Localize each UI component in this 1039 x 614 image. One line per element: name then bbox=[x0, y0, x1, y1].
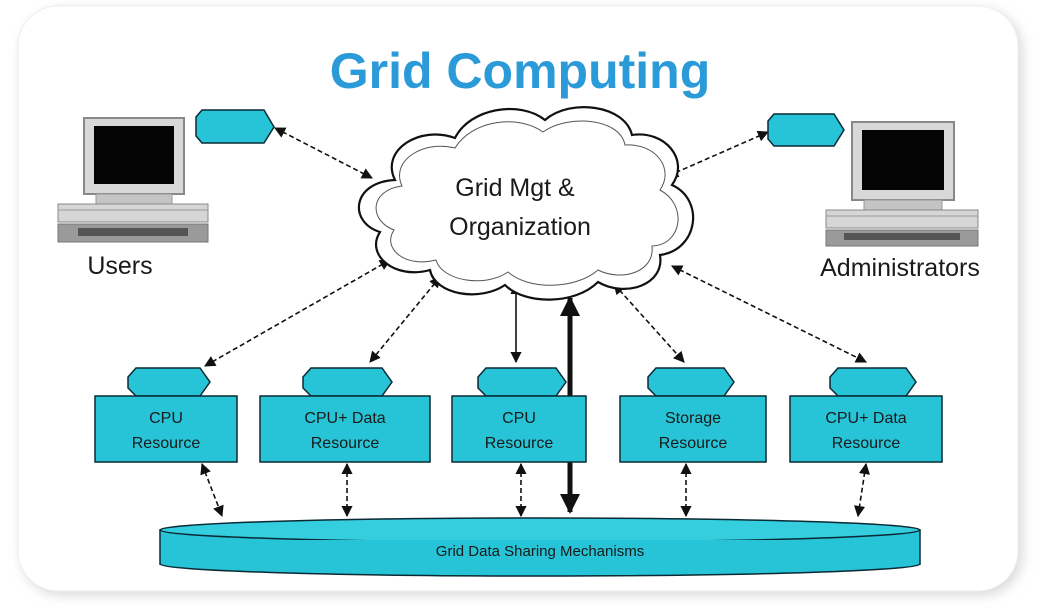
users-label: Users bbox=[87, 252, 152, 280]
cloud-inner-outline bbox=[375, 120, 679, 286]
administrators-computer-icon bbox=[825, 121, 979, 247]
resource-1-line2: Resource bbox=[132, 435, 201, 452]
cloud-to-resource-2-arrow bbox=[369, 276, 441, 363]
resource-2-connector bbox=[302, 367, 393, 397]
admins-to-cloud-arrow bbox=[666, 130, 770, 178]
resource-box-5: CPU+ Data Resource bbox=[789, 367, 943, 463]
resource-5-connector bbox=[829, 367, 917, 397]
users-computer-icon bbox=[57, 117, 209, 243]
resource-4-line2: Resource bbox=[659, 435, 728, 452]
resource-5-to-bus-arrow bbox=[853, 462, 871, 518]
resource-2-line2: Resource bbox=[311, 435, 380, 452]
resource-4-line1: Storage bbox=[665, 410, 721, 427]
users-network-connector bbox=[195, 109, 275, 144]
resource-1-line1: CPU bbox=[149, 410, 183, 427]
cloud-to-resource-1-arrow bbox=[204, 259, 391, 367]
resource-5-line1: CPU+ Data bbox=[825, 410, 906, 427]
cloud-shape: Grid Mgt & Organization bbox=[357, 106, 695, 301]
cloud-to-resource-5-arrow bbox=[670, 265, 868, 363]
resource-5-line2: Resource bbox=[832, 435, 901, 452]
cloud-to-resource-4-arrow bbox=[613, 283, 685, 363]
users-to-cloud-arrow bbox=[274, 127, 373, 179]
resource-box-2: CPU+ Data Resource bbox=[259, 367, 431, 463]
resource-4-connector bbox=[647, 367, 735, 397]
cloud-label-line1: Grid Mgt & bbox=[455, 174, 575, 202]
diagram-title: Grid Computing bbox=[330, 43, 711, 99]
administrators-label: Administrators bbox=[820, 254, 980, 282]
resource-3-connector bbox=[477, 367, 567, 397]
resource-box-3: CPU Resource bbox=[451, 367, 587, 463]
resource-1-to-bus-arrow bbox=[200, 462, 224, 518]
bus-label: Grid Data Sharing Mechanisms bbox=[436, 543, 644, 560]
data-sharing-bus: Grid Data Sharing Mechanisms bbox=[159, 517, 921, 577]
resource-box-4: Storage Resource bbox=[619, 367, 767, 463]
resource-1-connector bbox=[127, 367, 211, 397]
resource-box-1: CPU Resource bbox=[94, 367, 238, 463]
administrators-network-connector bbox=[767, 113, 845, 147]
resource-3-line1: CPU bbox=[502, 410, 536, 427]
resource-3-line2: Resource bbox=[485, 435, 554, 452]
cloud-label-line2: Organization bbox=[449, 213, 591, 241]
resource-2-line1: CPU+ Data bbox=[304, 410, 385, 427]
connectors bbox=[200, 127, 871, 518]
